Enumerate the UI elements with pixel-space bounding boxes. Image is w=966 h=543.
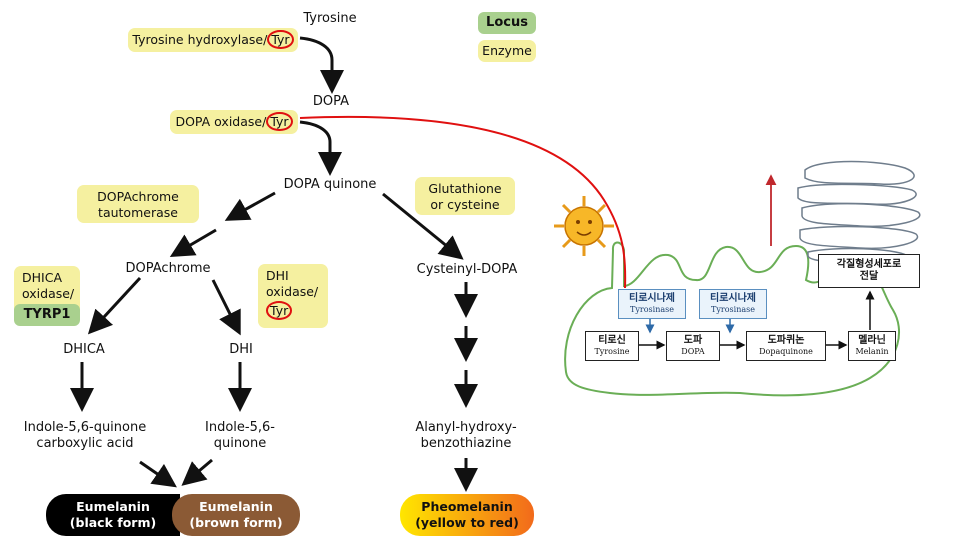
node-dhi: DHI xyxy=(229,342,253,357)
arrow-iq-to-eumelanin xyxy=(181,458,213,486)
tyr-highlight-2: Tyr xyxy=(266,112,293,131)
node-indole-quinone: Indole-5,6-quinone xyxy=(205,420,275,451)
red-connector-line xyxy=(299,115,627,289)
node-dopachrome: DOPAchrome xyxy=(125,261,211,276)
arrow-iqcarb-to-eumelanin xyxy=(139,460,177,488)
node-tyrosine: Tyrosine xyxy=(303,11,357,26)
locus-tyrp1: TYRP1 xyxy=(14,304,80,326)
node-dopa: DOPA xyxy=(312,94,350,109)
arrow-tyrosine-to-dopa xyxy=(299,36,344,94)
enzyme-dopa-oxidase: DOPA oxidase/Tyr xyxy=(170,110,298,134)
node-alanyl-hydroxy-benzothiazine: Alanyl-hydroxy-benzothiazine xyxy=(415,420,517,451)
keratinocyte-stack xyxy=(797,160,921,266)
node-dhica: DHICA xyxy=(63,342,105,357)
arrow-quinone-to-tautomerase xyxy=(224,191,276,221)
arrow-dopachrome-to-dhi xyxy=(211,279,241,336)
arrow-dopachrome-to-dhica xyxy=(87,276,142,335)
sun-icon xyxy=(554,196,614,256)
node-cysteinyl-dopa: Cysteinyl-DOPA xyxy=(416,262,518,277)
arrow-quinone-to-cysteinyl xyxy=(382,192,464,260)
product-pheomelanin: Pheomelanin(yellow to red) xyxy=(400,494,534,536)
legend-enzyme: Enzyme xyxy=(478,40,536,62)
arrow-tautomerase-to-dopachrome xyxy=(169,228,217,258)
melanocyte-outline xyxy=(564,241,900,397)
arrow-dopa-to-quinone xyxy=(299,120,342,176)
node-dopa-quinone: DOPA quinone xyxy=(283,177,377,192)
product-eumelanin-black: Eumelanin(black form) xyxy=(46,494,180,536)
product-eumelanin-brown: Eumelanin(brown form) xyxy=(172,494,300,536)
legend-locus: Locus xyxy=(478,12,536,34)
tyr-highlight-1: Tyr xyxy=(267,30,294,49)
enzyme-tyrosine-hydroxylase: Tyrosine hydroxylase/Tyr xyxy=(128,28,298,52)
tyr-highlight-3: Tyr xyxy=(266,301,293,320)
